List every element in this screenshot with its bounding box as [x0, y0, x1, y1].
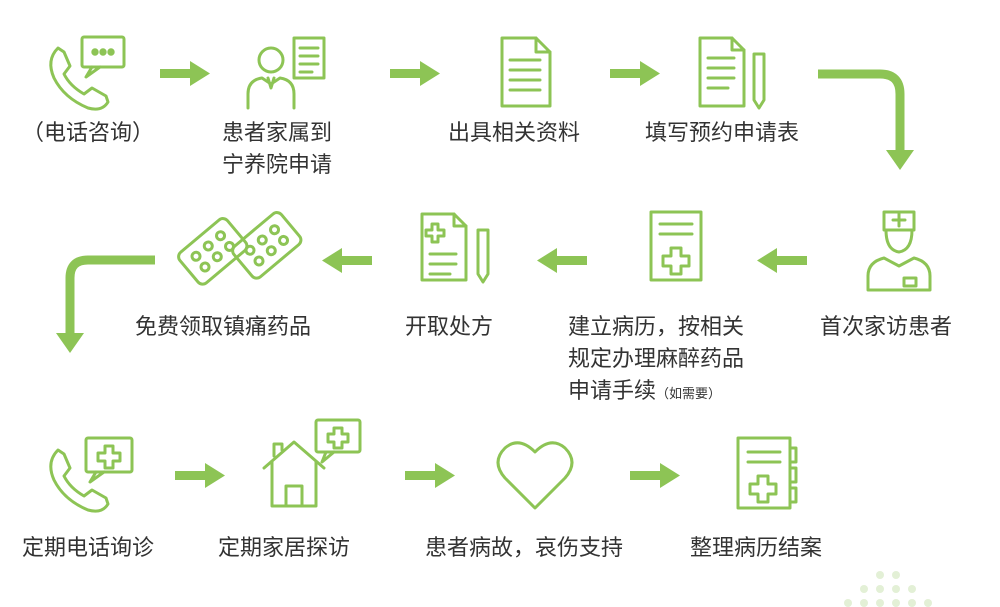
arrow-right: [175, 463, 225, 488]
arrow-curve-down: [818, 69, 914, 170]
arrow-curve-down: [56, 255, 155, 353]
step-label: 填写预约申请表: [645, 121, 800, 146]
step-label: 出具相关资料: [448, 121, 581, 146]
phone-medical-icon: [49, 436, 134, 513]
arrow-left: [322, 248, 372, 273]
document-icon: [500, 36, 552, 108]
step-label: 患者病故，哀伤支持: [425, 536, 624, 561]
prescription-icon: [420, 212, 490, 284]
step-label: 首次家访患者: [820, 315, 953, 340]
pills-icon: [177, 211, 303, 286]
doctor-icon: [866, 210, 932, 292]
step-label: 患者家属到 宁养院申请: [222, 121, 333, 178]
step-label: 免费领取镇痛药品: [135, 315, 312, 340]
step-label: 整理病历结案: [690, 536, 823, 561]
arrow-right: [405, 463, 455, 488]
arrow-right: [160, 61, 210, 86]
heart-icon: [496, 441, 574, 510]
step-label: （电话咨询）: [22, 121, 155, 146]
medical-record-icon: [649, 210, 703, 282]
step-label: 定期电话询诊: [22, 536, 155, 561]
phone-chat-icon: [49, 35, 126, 111]
decorative-dots: [844, 571, 932, 607]
arrow-right: [630, 463, 680, 488]
step-note: （如需要）: [656, 387, 722, 402]
person-document-icon: [246, 36, 326, 110]
arrow-left: [537, 248, 587, 273]
arrow-right: [610, 61, 660, 86]
file-folder-icon: [736, 436, 798, 510]
step-label: 定期家居探访: [218, 536, 351, 561]
house-medical-icon: [262, 418, 362, 508]
arrow-left: [757, 248, 807, 273]
step-label-line: 申请手续: [568, 379, 657, 404]
arrow-right: [390, 61, 440, 86]
step-label: 建立病历，按相关 规定办理麻醉药品 申请手续（如需要）: [568, 315, 745, 404]
form-pen-icon: [698, 36, 766, 110]
step-label: 开取处方: [405, 315, 494, 340]
